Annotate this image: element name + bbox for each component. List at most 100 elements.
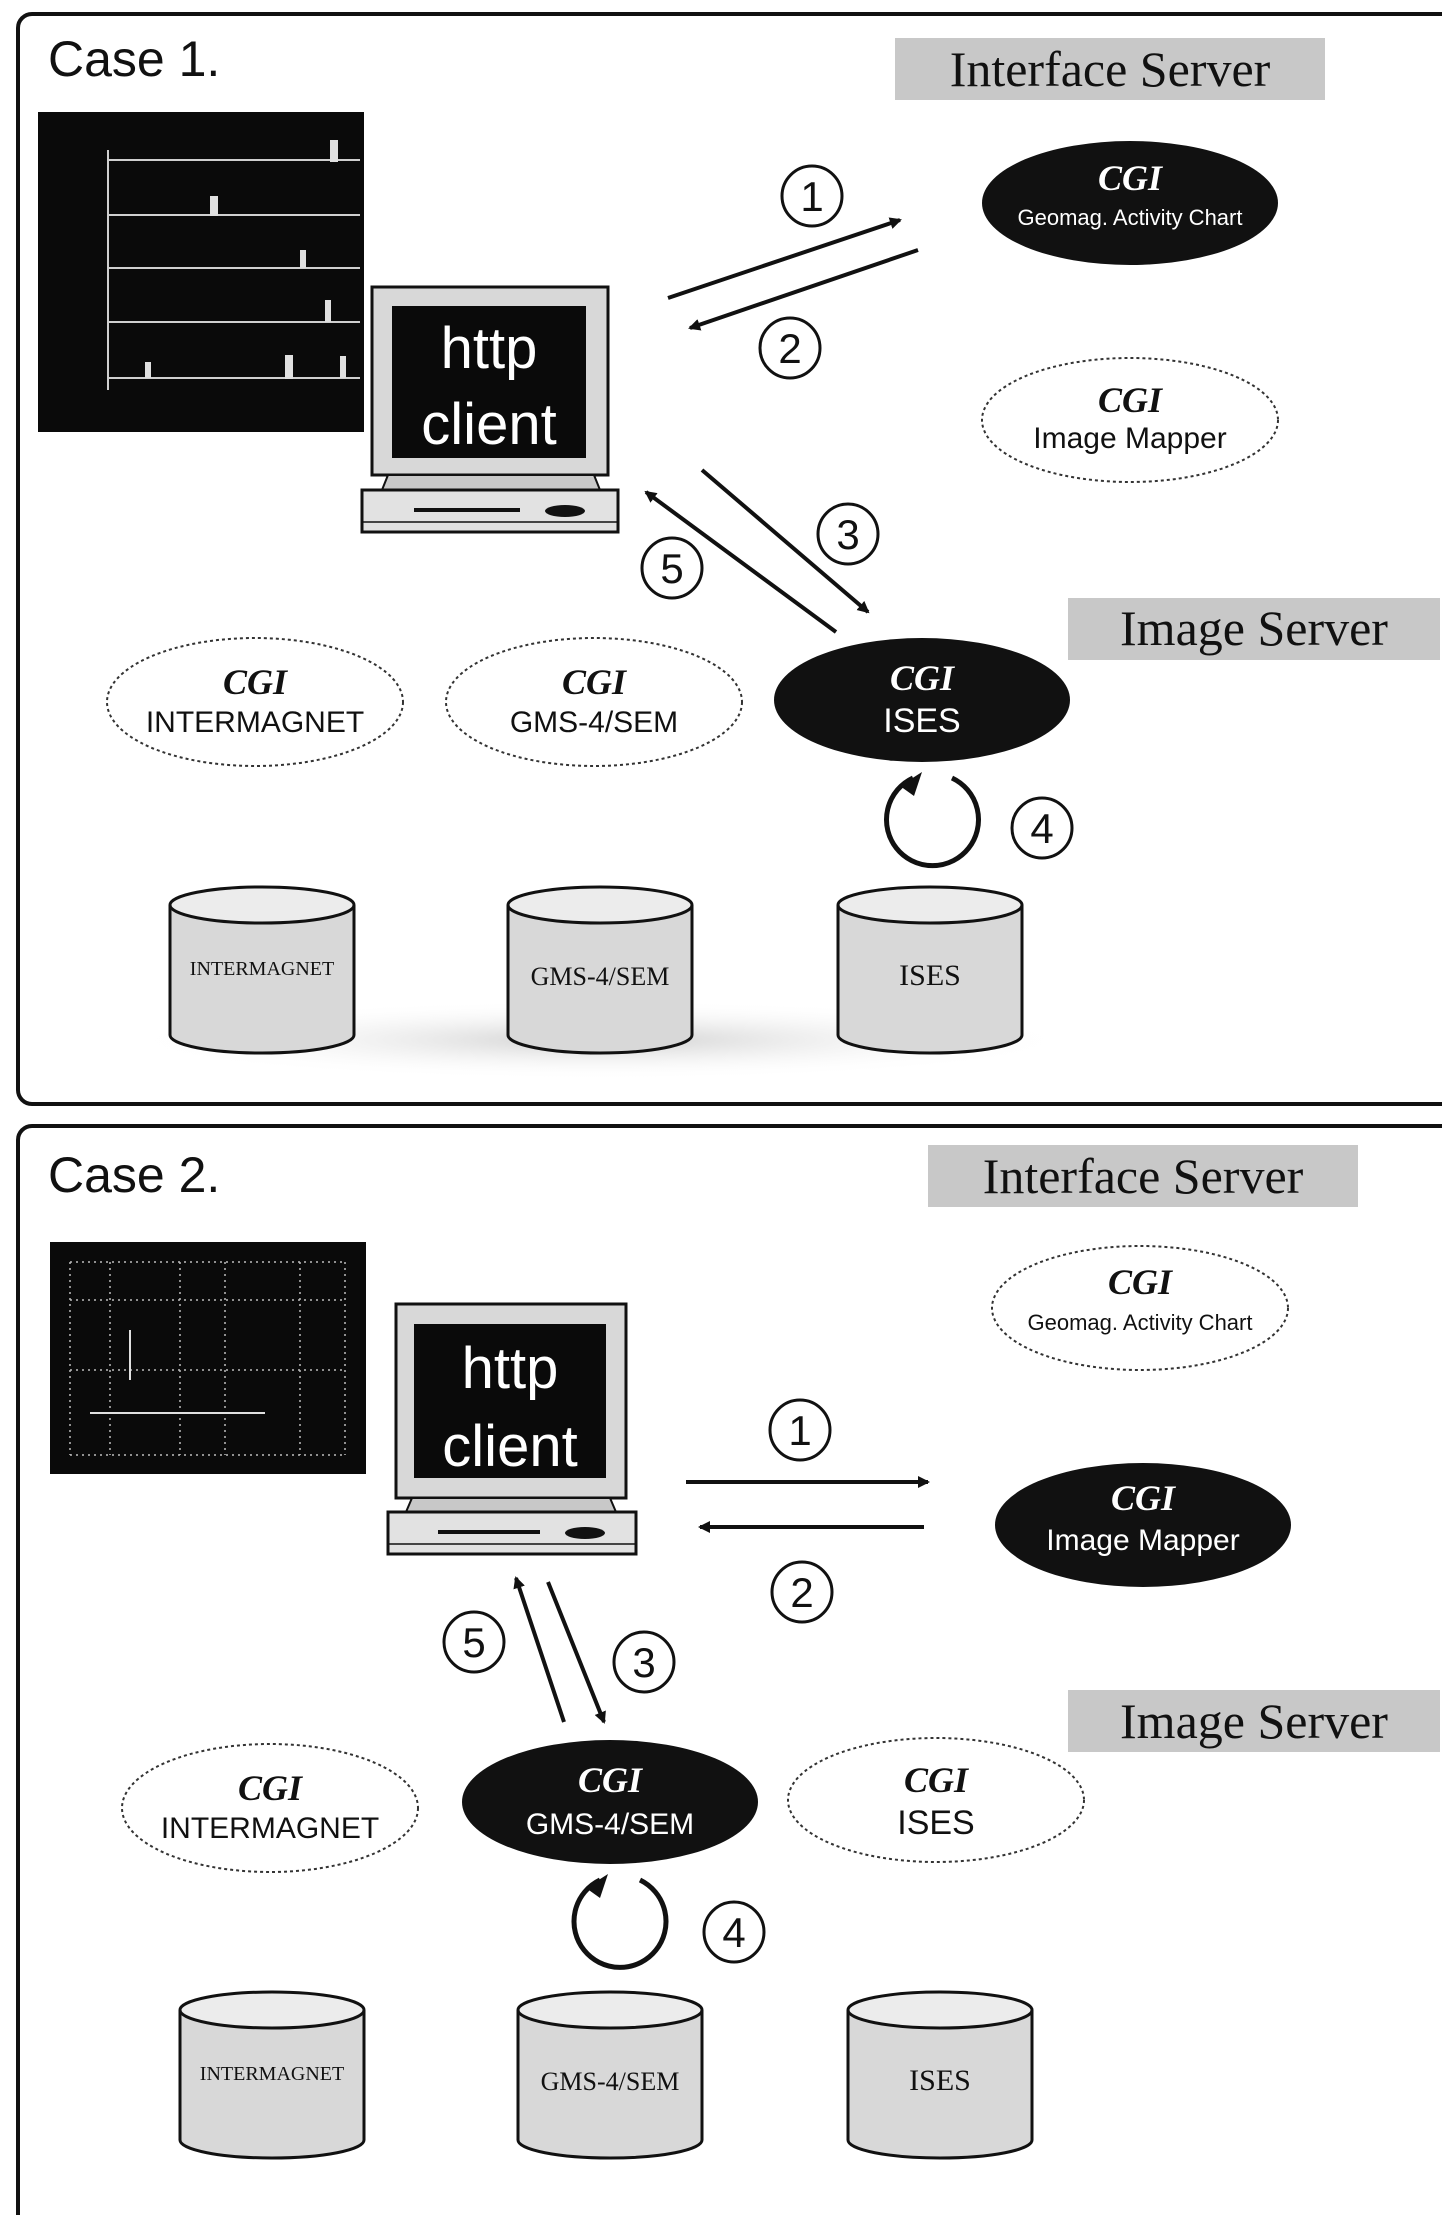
node-cgi-label: CGI xyxy=(562,662,628,702)
node-name-label: ISES xyxy=(897,1804,974,1842)
svg-text:3: 3 xyxy=(836,511,859,558)
svg-text:4: 4 xyxy=(1030,805,1053,852)
svg-text:4: 4 xyxy=(722,1909,745,1956)
case-2-frame xyxy=(16,1124,1442,2215)
node-cgi-label: CGI xyxy=(238,1768,304,1808)
interface-server-label-bg xyxy=(895,38,1325,100)
database-intermagnet: INTERMAGNET xyxy=(168,885,356,1055)
database-label: INTERMAGNET xyxy=(190,958,334,980)
monitor-icon xyxy=(360,285,620,534)
node-name-label: Geomag. Activity Chart xyxy=(1018,205,1243,230)
node-cgi-label: CGI xyxy=(578,1760,644,1800)
arrow-icon xyxy=(513,1576,566,1723)
step-badge-2: 2 xyxy=(758,316,822,380)
step-badge-3: 3 xyxy=(612,1630,676,1694)
cgi-image-mapper-node: CGI Image Mapper xyxy=(995,1463,1291,1587)
refresh-loop-icon xyxy=(884,772,981,869)
node-cgi-label: CGI xyxy=(1098,380,1164,420)
cgi-intermagnet-node: CGI INTERMAGNET xyxy=(121,1743,419,1873)
step-badge-5: 5 xyxy=(442,1610,506,1674)
database-icon xyxy=(168,885,356,1055)
cgi-gms-node: CGI GMS-4/SEM xyxy=(445,637,743,767)
database-label: GMS-4/SEM xyxy=(531,962,670,991)
arrow-icon xyxy=(667,217,902,300)
svg-text:3: 3 xyxy=(632,1639,655,1686)
step-badge-3: 3 xyxy=(816,502,880,566)
cgi-image-mapper-node: CGI Image Mapper xyxy=(981,357,1279,483)
node-cgi-label: CGI xyxy=(1111,1478,1177,1518)
database-icon xyxy=(178,1990,366,2160)
database-icon xyxy=(846,1990,1034,2160)
case-1-panel: Case 1. Interface Server Image Server xyxy=(16,12,1442,1106)
flow-arrows xyxy=(644,217,919,634)
map-thumbnail xyxy=(50,1242,366,1474)
step-badge-5: 5 xyxy=(640,536,704,600)
svg-text:2: 2 xyxy=(778,325,801,372)
svg-text:2: 2 xyxy=(790,1569,813,1616)
step-badge-2: 2 xyxy=(770,1560,834,1624)
database-label: INTERMAGNET xyxy=(200,2063,344,2085)
refresh-loop-icon xyxy=(571,1874,669,1970)
arrow-icon xyxy=(546,1581,606,1724)
node-name-label: GMS-4/SEM xyxy=(510,706,678,739)
step-badge-1: 1 xyxy=(780,164,844,228)
http-client-computer: http client xyxy=(360,285,620,534)
database-icon xyxy=(836,885,1024,1055)
node-cgi-label: CGI xyxy=(904,1760,970,1800)
flow-arrows xyxy=(513,1476,930,1724)
http-client-label-line2: client xyxy=(442,1414,577,1479)
svg-text:1: 1 xyxy=(788,1407,811,1454)
arrow-icon xyxy=(688,248,919,331)
cgi-gms-node: CGI GMS-4/SEM xyxy=(462,1740,758,1864)
image-server-label: Image Server xyxy=(1120,1693,1388,1749)
svg-text:5: 5 xyxy=(660,545,683,592)
database-ises: ISES xyxy=(846,1990,1034,2160)
node-cgi-label: CGI xyxy=(223,662,289,702)
cgi-ises-node: CGI ISES xyxy=(787,1737,1085,1863)
node-name-label: Image Mapper xyxy=(1046,1524,1239,1557)
case-2-panel: Case 2. Interface Server Image Server xyxy=(16,1124,1442,2215)
database-ises: ISES xyxy=(836,885,1024,1055)
node-name-label: ISES xyxy=(883,702,960,740)
arrow-icon xyxy=(700,468,870,614)
interface-server-label: Interface Server xyxy=(950,41,1271,97)
node-cgi-label: CGI xyxy=(1108,1262,1174,1302)
case-1-title: Case 1. xyxy=(48,31,220,87)
node-name-label: Image Mapper xyxy=(1033,422,1226,455)
database-intermagnet: INTERMAGNET xyxy=(178,1990,366,2160)
http-client-label-line1: http xyxy=(462,1336,559,1401)
svg-text:5: 5 xyxy=(462,1619,485,1666)
cgi-geomag-activity-chart-node: CGI Geomag. Activity Chart xyxy=(982,141,1278,265)
database-label: GMS-4/SEM xyxy=(541,2067,680,2096)
step-badge-4: 4 xyxy=(702,1900,766,1964)
cgi-ises-node: CGI ISES xyxy=(774,638,1070,762)
case-1-frame xyxy=(16,12,1442,1106)
monitor-icon xyxy=(386,1302,638,1556)
node-name-label: INTERMAGNET xyxy=(161,1812,379,1845)
svg-text:1: 1 xyxy=(800,173,823,220)
image-server-label: Image Server xyxy=(1120,600,1388,656)
arrow-icon xyxy=(644,490,838,634)
node-name-label: Geomag. Activity Chart xyxy=(1028,1310,1253,1335)
http-client-computer: http client xyxy=(386,1302,638,1556)
database-label: ISES xyxy=(909,2064,971,2097)
step-badge-1: 1 xyxy=(768,1398,832,1462)
node-name-label: GMS-4/SEM xyxy=(526,1808,694,1841)
interface-server-label: Interface Server xyxy=(983,1148,1304,1204)
database-label: ISES xyxy=(899,959,961,992)
interface-server-label-bg xyxy=(928,1145,1358,1207)
image-server-label-bg xyxy=(1068,598,1440,660)
database-gms: GMS-4/SEM xyxy=(516,1990,704,2160)
cgi-intermagnet-node: CGI INTERMAGNET xyxy=(106,637,404,767)
node-name-label: INTERMAGNET xyxy=(146,706,364,739)
database-icon xyxy=(516,1990,704,2160)
chart-thumbnail xyxy=(38,112,364,432)
node-cgi-label: CGI xyxy=(890,658,956,698)
image-server-label-bg xyxy=(1068,1690,1440,1752)
step-badge-4: 4 xyxy=(1010,796,1074,860)
database-icon xyxy=(506,885,694,1055)
http-client-label-line1: http xyxy=(441,316,538,381)
database-gms: GMS-4/SEM xyxy=(506,885,694,1055)
http-client-label-line2: client xyxy=(421,392,556,457)
